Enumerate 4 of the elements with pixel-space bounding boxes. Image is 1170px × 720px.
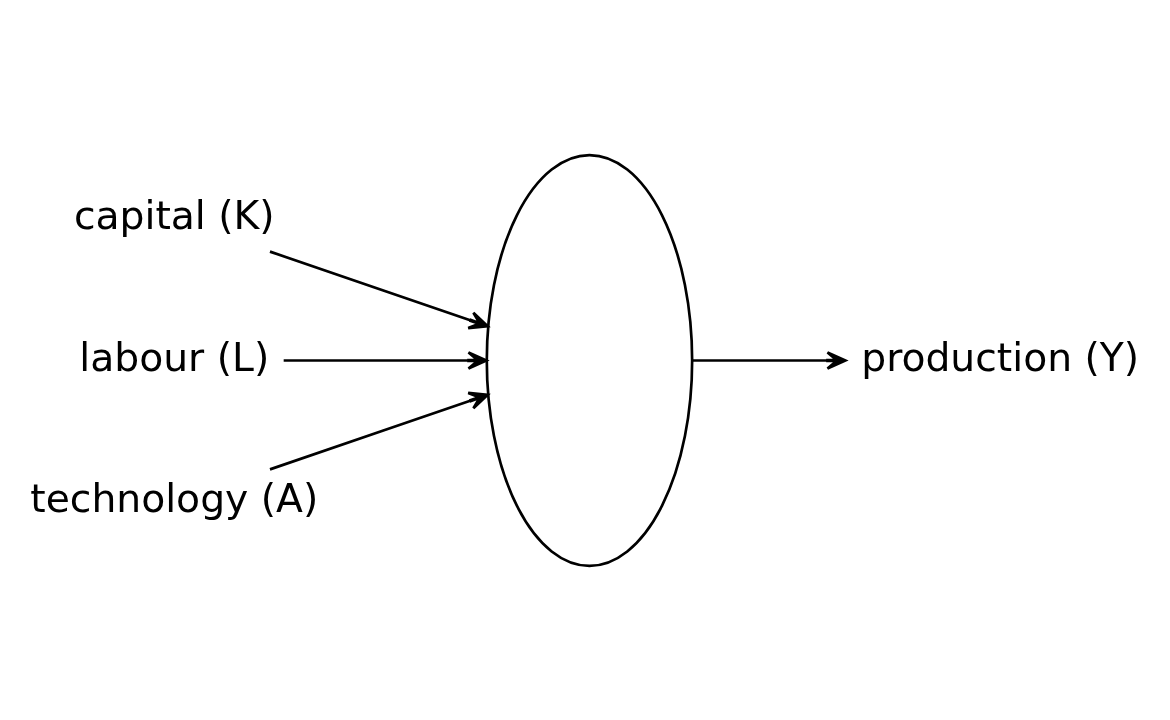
node-text: capital (K) [73, 192, 275, 238]
node-text: production (Y) [861, 334, 1140, 379]
node-text: technology (A) [30, 475, 319, 521]
node-text: labour (L) [79, 334, 270, 379]
